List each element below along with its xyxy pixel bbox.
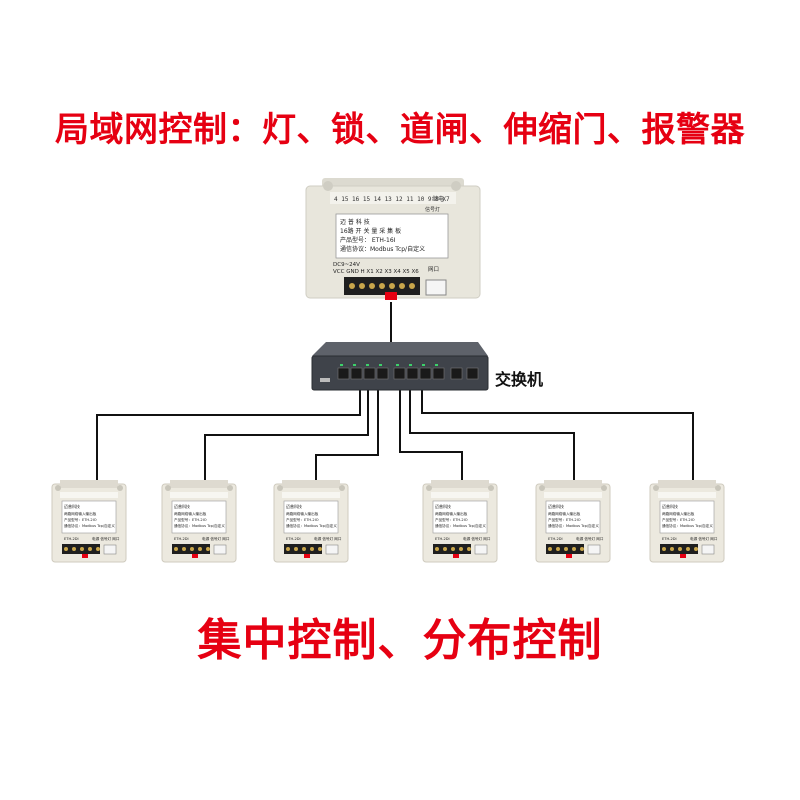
controller-label-panel (335, 213, 449, 259)
page-title: 局域网控制：灯、锁、道闸、伸缩门、报警器 (55, 110, 745, 150)
mount-hole-icon (339, 485, 345, 491)
device-title: 迈普科技 (174, 503, 190, 509)
device-bottom-label: 电源 信号灯 网口 (314, 536, 342, 541)
wire-device-1 (96, 390, 361, 487)
device-model: ETH-2DI (435, 537, 450, 541)
device-label-line: 产品型号：ETH-2IO (435, 517, 468, 522)
device-bottom-label: 电源 信号灯 网口 (463, 536, 491, 541)
device-label-panel (283, 500, 339, 534)
device-label-line: 两路网络输入输出板 (286, 511, 319, 516)
device-model: ETH-2DI (548, 537, 563, 541)
device-label-line: 两路网络输入输出板 (662, 511, 695, 516)
device-label-line: 通信协议：Modbus Tcp/自定义 (662, 523, 713, 528)
ethernet-port-icon (474, 544, 488, 555)
terminal-row-bottom: VCC GND H X1 X2 X3 X4 X5 X6 (333, 269, 419, 275)
device-label-line: 产品型号：ETH-2IO (174, 517, 207, 522)
terminal-row-top: 4 15 16 15 14 13 12 11 10 9 8 X7 (334, 196, 450, 203)
wire-device-4 (399, 390, 463, 487)
ethernet-port-icon (587, 544, 601, 555)
mount-hole-icon (426, 485, 432, 491)
mount-hole-icon (165, 485, 171, 491)
network-switch (311, 342, 489, 391)
mount-hole-icon (117, 485, 123, 491)
device-model: ETH-2DI (174, 537, 189, 541)
wire-device-3 (315, 390, 379, 487)
mount-hole-icon (488, 485, 494, 491)
controller-label-line: 16路 开 关 量 采 集 板 (340, 227, 401, 235)
device-model: ETH-2DI (286, 537, 301, 541)
device-label-line: 通信协议：Modbus Tcp/自定义 (64, 523, 115, 528)
mount-hole-icon (55, 485, 61, 491)
controller-label-line: 迈 普 科 技 (340, 218, 370, 226)
device-title: 迈普科技 (64, 503, 80, 509)
device-label-line: 通信协议：Modbus Tcp/自定义 (548, 523, 599, 528)
terminal-row-top-right: 继电 (432, 195, 444, 203)
ethernet-port-icon (425, 279, 447, 296)
device-label-line: 产品型号：ETH-2IO (64, 517, 97, 522)
wires (96, 302, 694, 487)
device-label-line: 产品型号：ETH-2IO (286, 517, 319, 522)
device-title: 迈普科技 (662, 503, 678, 509)
controller-power-label: DC9~24V (333, 262, 360, 268)
controller-label-line: 产品型号： ETH-16I (340, 236, 396, 244)
controller-label-line: 通信协议：Modbus Tcp/自定义 (340, 245, 425, 253)
device-label-line: 两路网络输入输出板 (435, 511, 468, 516)
mount-hole-icon (715, 485, 721, 491)
device-label-panel (432, 500, 488, 534)
mount-hole-icon (601, 485, 607, 491)
device-label-line: 通信协议：Modbus Tcp/自定义 (174, 523, 225, 528)
port-label: 网口 (428, 266, 439, 273)
device-label-line: 产品型号：ETH-2IO (662, 517, 695, 522)
bottom-title: 集中控制、分布控制 (197, 615, 603, 666)
device-bottom-label: 电源 信号灯 网口 (690, 536, 718, 541)
wire-device-5 (409, 390, 575, 487)
power-indicator-icon (320, 378, 330, 382)
device-label-line: 两路网络输入输出板 (64, 511, 97, 516)
mount-hole-icon (323, 181, 333, 191)
switch-ports (337, 367, 479, 380)
ethernet-port-icon (325, 544, 339, 555)
main-controller: 4 15 16 15 14 13 12 11 10 9 8 X7 继电 信号灯 … (305, 178, 481, 300)
device-title: 迈普科技 (435, 503, 451, 509)
device-label-panel (171, 500, 227, 534)
device-label-line: 通信协议：Modbus Tcp/自定义 (286, 523, 337, 528)
device-bottom-label: 电源 信号灯 网口 (92, 536, 120, 541)
device-label-panel (545, 500, 601, 534)
device-label-line: 产品型号：ETH-2IO (548, 517, 581, 522)
device-label-panel (61, 500, 117, 534)
device-title: 迈普科技 (286, 503, 302, 509)
mount-hole-icon (227, 485, 233, 491)
device-label-line: 两路网络输入输出板 (174, 511, 207, 516)
ethernet-port-icon (213, 544, 227, 555)
device-title: 迈普科技 (548, 503, 564, 509)
ethernet-port-icon (701, 544, 715, 555)
mount-hole-icon (277, 485, 283, 491)
device-bottom-label: 电源 信号灯 网口 (202, 536, 230, 541)
ethernet-port-icon (103, 544, 117, 555)
terminal-right-sub: 信号灯 (425, 206, 440, 213)
device-label-panel (659, 500, 715, 534)
wire-device-2 (204, 390, 369, 487)
device-label-line: 两路网络输入输出板 (548, 511, 581, 516)
device-bottom-label: 电源 信号灯 网口 (576, 536, 604, 541)
device-label-line: 通信协议：Modbus Tcp/自定义 (435, 523, 486, 528)
mount-hole-icon (451, 181, 461, 191)
mount-hole-icon (653, 485, 659, 491)
device-model: ETH-2DI (64, 537, 79, 541)
switch-label: 交换机 (495, 370, 544, 389)
mount-hole-icon (539, 485, 545, 491)
wire-device-6 (421, 390, 694, 487)
device-model: ETH-2DI (662, 537, 677, 541)
